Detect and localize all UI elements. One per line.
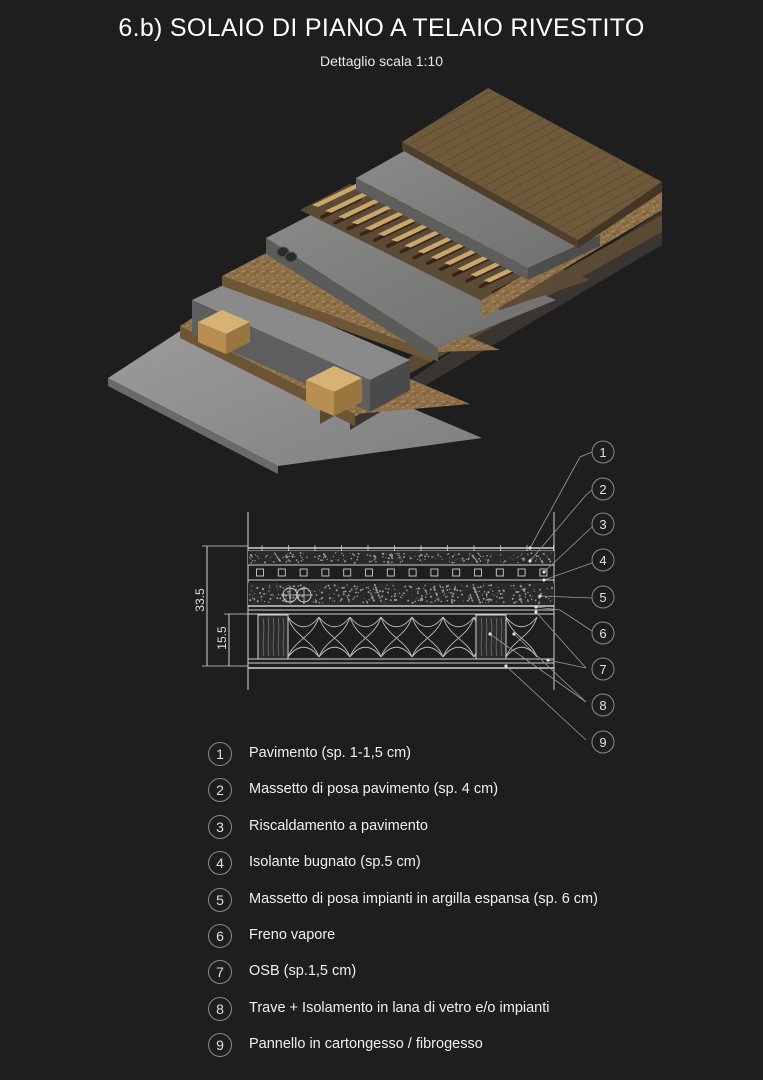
wood-floor-side [578,182,662,248]
callout-number: 5 [599,590,606,605]
legend-number: 8 [208,997,232,1021]
callout-number: 1 [599,445,606,460]
leader-1 [529,451,593,549]
insulation-block-side [370,360,410,412]
leader-6 [535,606,593,632]
wood-floor-front [402,142,578,248]
legend-label: Massetto di posa impianti in argilla esp… [249,891,598,907]
dimension-beam: 15.5 [215,626,229,650]
callout-number: 6 [599,626,606,641]
beam-left-front [198,322,226,354]
conduit-pipe [284,251,298,263]
legend-label: Riscaldamento a pavimento [249,818,428,834]
floor-screed-top [356,150,600,268]
callout-number: 8 [599,698,606,713]
legend-label: Trave + Isolamento in lana di vetro e/o … [249,1000,550,1016]
leader-4 [543,562,593,581]
callout-number: 7 [599,662,606,677]
page-title: 6.b) SOLAIO DI PIANO A TELAIO RIVESTITO [118,14,645,42]
legend-number: 5 [208,888,232,912]
callout-marker: 8 [591,693,615,717]
callout-number: 2 [599,482,606,497]
floor-screed-front [356,178,528,280]
clay-screed-front [266,238,438,362]
callout-marker: 7 [591,657,615,681]
plasterboard-edge [108,378,278,474]
leader-9 [505,665,587,741]
legend-number: 7 [208,960,232,984]
legend-number: 2 [208,778,232,802]
beam-right-front [306,380,334,416]
beam-right-top [306,366,362,392]
leader-3 [543,526,593,573]
leader-8b [513,633,587,703]
legend-label: OSB (sp.1,5 cm) [249,963,357,979]
leader-5 [539,595,593,599]
wood-floor-top [402,88,662,240]
floor-screed-side [528,235,600,280]
callout-marker: 6 [591,621,615,645]
beam-right-side [334,378,362,416]
page-subtitle: Dettaglio scala 1:10 [320,53,443,69]
callout-marker: 5 [591,585,615,609]
callout-number: 3 [599,517,606,532]
callout-marker: 3 [591,512,615,536]
cross-section: 33.5 15.5 1 2 3 4 5 6 7 8 9 [193,440,615,754]
legend-label: Massetto di posa pavimento (sp. 4 cm) [249,781,499,797]
legend-label: Pannello in cartongesso / fibrogesso [249,1036,483,1052]
upper-osb-edge [222,276,432,362]
leader-2 [529,489,593,562]
leader-7a [535,611,587,669]
callout-number: 4 [599,553,606,568]
legend-label: Isolante bugnato (sp.5 cm) [249,854,421,870]
callout-marker: 2 [591,477,615,501]
legend-number: 3 [208,815,232,839]
callout-marker: 4 [591,548,615,572]
callout-number: 9 [599,735,606,750]
dimension-total: 33.5 [193,588,207,612]
beam-left-top [198,310,250,334]
callout-marker: 1 [591,440,615,464]
legend-number: 1 [208,742,232,766]
legend-number: 9 [208,1033,232,1057]
leader-8a [489,633,587,703]
legend-number: 6 [208,924,232,948]
legend-label: Freno vapore [249,927,336,943]
insulation-block-top [192,282,410,380]
legend-number: 4 [208,851,232,875]
callout-marker: 9 [591,730,615,754]
leader-7b [547,659,587,669]
legend-label: Pavimento (sp. 1-1,5 cm) [249,745,411,761]
beam-left-side [226,322,250,354]
